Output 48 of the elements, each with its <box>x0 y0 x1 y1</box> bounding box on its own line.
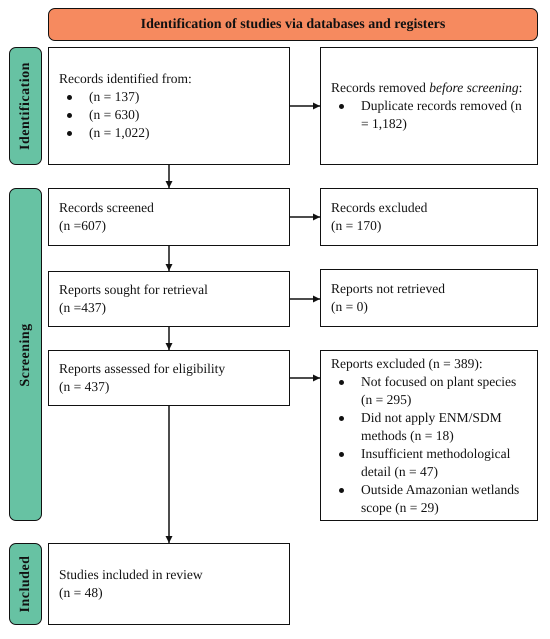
phase-label-band <box>9 47 42 165</box>
phase-label-band <box>9 188 42 521</box>
process-box <box>48 350 290 406</box>
exclusion-box <box>320 269 538 327</box>
count-text: (n = 170) <box>331 217 382 235</box>
section-header-band <box>48 8 538 41</box>
arrow <box>290 102 320 110</box>
box-heading: Records screened <box>59 199 155 217</box>
list-item-text: (n = 1,022) <box>89 125 150 140</box>
arrow <box>290 296 320 302</box>
phase-label: Included <box>18 556 34 612</box>
section-heading: Identification of studies via databases and registers <box>140 16 446 32</box>
arrow <box>166 406 172 543</box>
count-text: (n = 48) <box>59 584 104 602</box>
box-heading: Reports assessed for eligibility <box>59 360 226 378</box>
process-box <box>48 188 290 246</box>
process-box <box>48 543 290 625</box>
list-item-text: (n = 137) <box>89 89 140 104</box>
records-removed-box <box>320 47 538 165</box>
exclusion-box <box>320 350 538 521</box>
box-heading: Reports excluded (n = 389): <box>331 354 484 372</box>
list-item-text: Insufficient methodological detail (n = 47) <box>361 446 510 478</box>
arrow <box>166 327 172 350</box>
list-item-text: (n = 630) <box>89 107 140 122</box>
box-heading: Records removed before screening: <box>331 79 524 97</box>
box-heading: Records identified from: <box>59 70 193 88</box>
arrow <box>290 214 320 220</box>
phase-label-band <box>9 543 42 625</box>
process-box <box>48 271 290 327</box>
exclusion-box <box>320 188 538 246</box>
arrow <box>290 374 320 382</box>
phase-label: Identification <box>18 62 34 150</box>
box-heading: Studies included in review <box>59 566 204 584</box>
list-item-text: Did not apply ENM/SDM methods (n = 18) <box>361 410 502 442</box>
list-item-text: Not focused on plant species (n = 295) <box>361 374 516 406</box>
list-item-text: Outside Amazonian wetlands scope (n = 29) <box>361 482 520 514</box>
count-text: (n =607) <box>59 217 107 235</box>
box-heading: Reports not retrieved <box>331 280 446 298</box>
count-text: (n = 0) <box>331 298 369 316</box>
arrow <box>166 246 172 271</box>
count-text: (n =437) <box>59 299 107 317</box>
box-heading: Reports sought for retrieval <box>59 281 209 299</box>
count-text: (n = 437) <box>59 378 110 396</box>
records-box <box>48 47 290 165</box>
arrow <box>166 165 172 188</box>
phase-label: Screening <box>18 322 34 386</box>
box-heading: Records excluded <box>331 199 428 217</box>
list-item-text: Duplicate records removed (n = 1,182) <box>361 98 522 131</box>
